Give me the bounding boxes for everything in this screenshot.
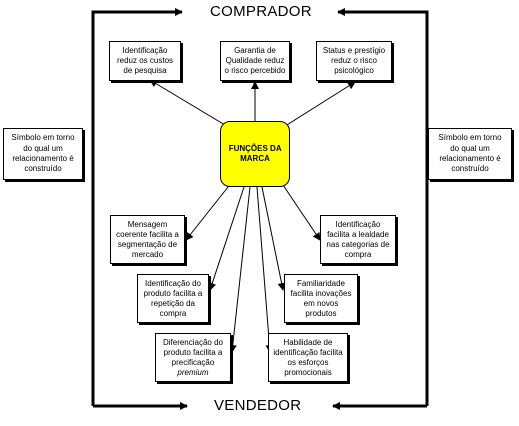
left-side-line-4: construído — [24, 164, 62, 174]
box-familiaridade-line-3: em novos — [303, 298, 339, 308]
box-ident-busca-line-3: de pesquisa — [123, 66, 167, 75]
box-mensagem-line-1: Mensagem — [127, 219, 168, 229]
center-node: FUNÇÕES DA MARCA — [220, 121, 290, 187]
frame-top-right-line — [337, 8, 429, 406]
vendedor-label: VENDEDOR — [214, 397, 302, 414]
arrow-to-repeticao — [208, 186, 245, 291]
box-diferenciacao-line-4: premium — [177, 367, 209, 377]
box-status: Status e prestígio reduz o risco psicoló… — [316, 41, 392, 81]
box-diferenciacao: Diferenciação do produto facilita a prec… — [155, 333, 231, 382]
box-repeticao-line-2: produto facilita a — [143, 288, 203, 298]
box-lealdade: Identificação facilita a lealdade nas ca… — [320, 215, 396, 264]
left-side-line-2: do qual um — [23, 143, 63, 153]
box-familiaridade-line-1: Familiaridade — [296, 278, 345, 288]
box-lealdade-line-3: nas categorias de — [326, 239, 390, 249]
arrow-to-ident-busca — [149, 79, 231, 129]
box-repeticao: Identificação do produto facilita a repe… — [137, 274, 209, 323]
box-garantia: Garantia de Qualidade reduz o risco perc… — [220, 41, 290, 81]
box-repeticao-line-4: compra — [159, 308, 187, 318]
box-familiaridade: Familiaridade facilita inovações em novo… — [284, 274, 358, 323]
center-line-2: MARCA — [240, 154, 270, 163]
box-mensagem-line-2: coerente facilita a — [116, 229, 179, 239]
box-ident-busca: Identificação reduz os custos de pesquis… — [109, 41, 181, 81]
box-status-line-2: reduz o risco — [331, 56, 377, 65]
box-mensagem-line-3: segmentação de — [117, 239, 178, 249]
right-side-line-1: Símbolo em torno — [438, 133, 502, 143]
box-lealdade-line-4: compra — [344, 249, 372, 259]
box-habilidade-line-3: os esforços — [287, 357, 329, 367]
box-lealdade-line-1: Identificação — [335, 219, 381, 229]
box-repeticao-line-3: repetição da — [150, 298, 195, 308]
frame-top-left-line — [91, 8, 183, 406]
arrow-to-status — [281, 81, 356, 129]
box-status-line-3: psicológico — [334, 66, 374, 75]
box-ident-busca-line-2: reduz os custos — [116, 56, 174, 65]
box-mensagem-line-4: mercado — [131, 249, 164, 259]
box-diferenciacao-line-3: precificação — [171, 357, 215, 367]
arrow-to-diferenciacao — [228, 186, 251, 353]
box-diferenciacao-line-1: Diferenciação do — [162, 337, 224, 347]
arrow-to-familiaridade — [261, 186, 286, 291]
right-side-box: Símbolo em torno do qual um relacionamen… — [428, 128, 512, 180]
left-side-line-3: relacionamento é — [12, 154, 74, 163]
box-garantia-line-2: Qualidade reduz — [225, 56, 285, 65]
box-familiaridade-line-2: facilita inovações — [290, 288, 352, 298]
box-diferenciacao-line-2: produto facilita a — [163, 347, 223, 357]
box-garantia-line-3: o risco percebido — [224, 66, 286, 75]
box-status-line-1: Status e prestígio — [322, 46, 386, 55]
box-garantia-line-1: Garantia de — [234, 46, 276, 55]
comprador-label: COMPRADOR — [210, 3, 312, 20]
arrow-to-mensagem — [185, 181, 233, 241]
box-ident-busca-line-1: Identificação — [122, 46, 168, 55]
right-side-line-4: construído — [451, 164, 489, 174]
box-mensagem: Mensagem coerente facilita a segmentação… — [110, 215, 185, 264]
right-side-line-3: relacionamento é — [439, 154, 501, 163]
box-habilidade-line-4: promocionais — [284, 367, 332, 377]
center-line-1: FUNÇÕES DA — [228, 143, 282, 153]
box-habilidade-line-2: identificação facilita — [273, 347, 343, 357]
left-side-line-1: Símbolo em torno — [11, 133, 75, 143]
box-lealdade-line-2: facilita a lealdade — [327, 229, 389, 239]
arrow-to-habilidade — [256, 186, 274, 353]
right-side-line-2: do qual um — [450, 143, 490, 153]
left-side-box: Símbolo em torno do qual um relacionamen… — [3, 128, 83, 180]
arrow-to-lealdade — [280, 181, 321, 241]
box-familiaridade-line-4: produtos — [305, 308, 337, 318]
box-habilidade-line-1: Habilidade de — [283, 337, 333, 347]
box-habilidade: Habilidade de identificação facilita os … — [268, 333, 348, 382]
box-repeticao-line-1: Identificação do — [144, 278, 202, 288]
